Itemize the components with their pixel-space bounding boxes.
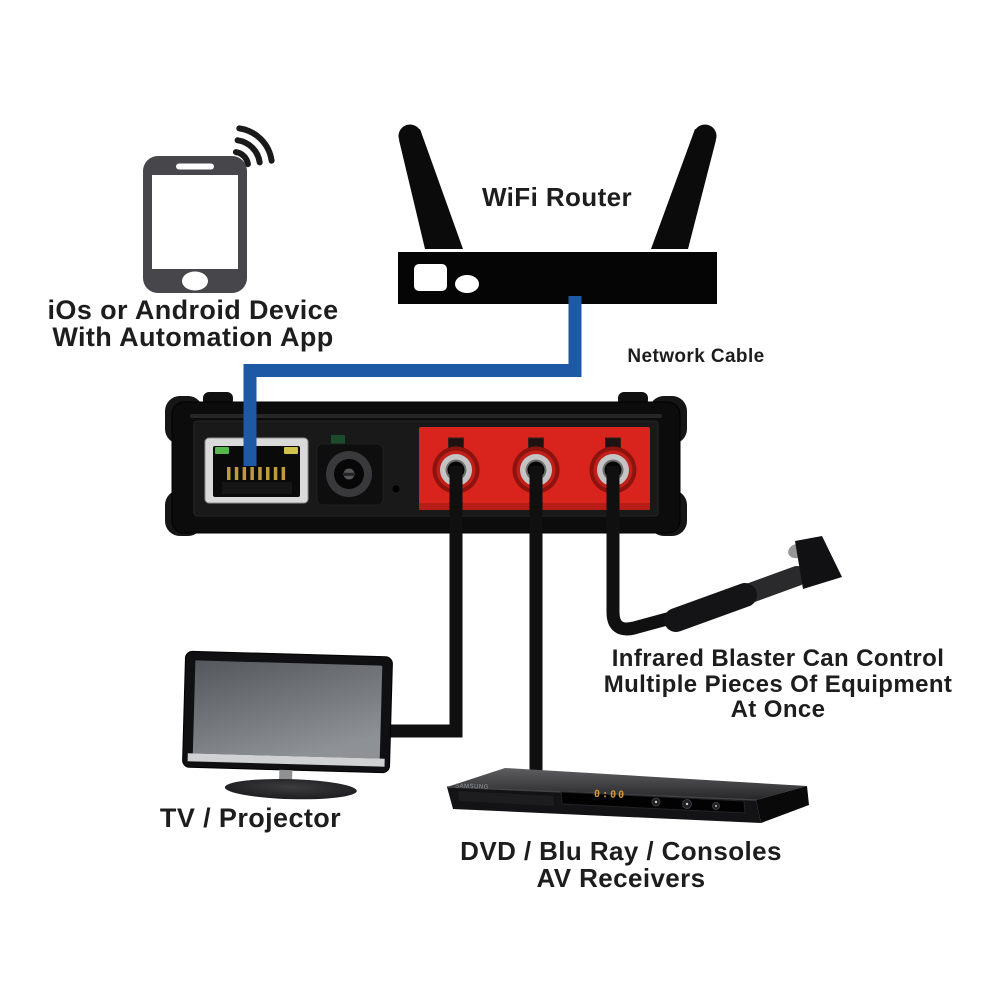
ethernet-led-yellow: [284, 447, 298, 454]
dvd-disc-tray: [458, 791, 554, 806]
router-antenna-right: [651, 124, 717, 249]
router-port-square: [414, 264, 447, 291]
power-jack-icon: [316, 435, 384, 506]
router-body: [398, 252, 717, 304]
hub-status-led: [331, 435, 345, 446]
tv-bottom-strip: [187, 753, 385, 767]
device-label-line1: iOs or Android Device: [47, 295, 339, 325]
ir-blaster-label-line1: Infrared Blaster Can Control: [611, 645, 945, 672]
wifi-router-icon: [398, 124, 717, 304]
device-label-line2: With Automation App: [52, 322, 334, 352]
smartphone-icon: [143, 156, 247, 293]
ir-blaster-label: Infrared Blaster Can Control Multiple Pi…: [578, 646, 978, 723]
dvd-label: DVD / Blu Ray / Consoles AV Receivers: [420, 838, 822, 891]
router-antenna-left: [398, 124, 463, 249]
phone-screen: [152, 175, 238, 269]
dvd-side-face: [756, 786, 809, 823]
phone-home-button: [182, 271, 208, 291]
dvd-brand-logo: SAMSUNG: [454, 783, 489, 791]
ir-blaster-head: [795, 536, 842, 589]
ir-emitter-cable: [386, 466, 463, 738]
dvd-label-line2: AV Receivers: [536, 862, 706, 893]
dvd-label-line1: DVD / Blu Ray / Consoles: [460, 836, 782, 866]
dvd-top-surface: [447, 768, 807, 800]
tv-icon: [182, 650, 393, 800]
ir-blaster-label-line3: At Once: [730, 696, 826, 723]
router-led-dot: [455, 275, 479, 293]
ethernet-pins: [227, 467, 286, 480]
tv-label: TV / Projector: [159, 803, 342, 833]
ethernet-port-icon: [204, 437, 309, 504]
dvd-buttons: [651, 797, 720, 810]
phone-speaker: [176, 163, 214, 170]
wifi-signal-icon: [232, 125, 275, 168]
dvd-player-icon: [446, 768, 809, 823]
tv-stand-base: [224, 778, 357, 800]
ethernet-led-green: [215, 447, 229, 454]
ir-emitter-cable: [606, 466, 680, 636]
device-label: iOs or Android Device With Automation Ap…: [8, 297, 378, 351]
tv-screen: [192, 660, 383, 759]
ir-blaster-label-line2: Multiple Pieces Of Equipment: [603, 670, 953, 698]
router-label: WiFi Router: [481, 182, 633, 212]
ir-blaster-icon: [664, 536, 842, 632]
network-cable-line: [243, 296, 582, 466]
dvd-display-readout: 0:00: [593, 788, 627, 802]
network-cable-label: Network Cable: [627, 346, 765, 367]
